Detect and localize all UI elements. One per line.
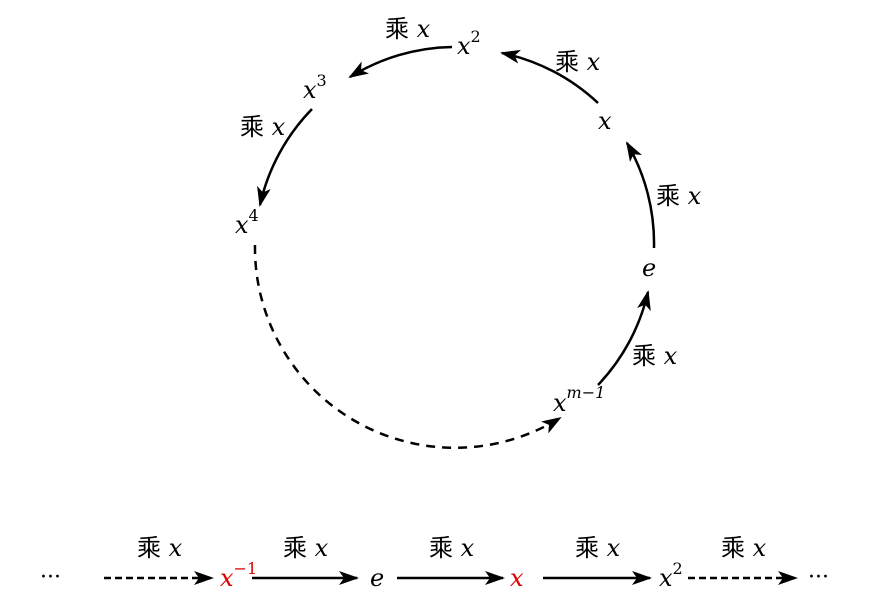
line-right-ellipsis: ···	[808, 565, 829, 590]
line-edge-label-3: 乘 x	[429, 534, 475, 562]
line-edge-label-5: 乘 x	[721, 534, 767, 562]
cycle-edge-labels: 乘 x 乘 x 乘 x 乘 x 乘 x	[240, 15, 702, 370]
edge-label-x3-x4: 乘 x	[240, 113, 286, 141]
arrow-x4-to-xm1-dashed	[253, 244, 562, 449]
arrow-x2-to-x3	[348, 45, 453, 79]
arrow-x-to-x2	[500, 49, 599, 104]
line-node-x: x	[510, 564, 524, 592]
edge-label-x-x2: 乘 x	[555, 48, 601, 76]
line-edge-label-1: 乘 x	[137, 534, 183, 562]
node-x3: x3	[303, 71, 327, 104]
edge-label-xm1-e: 乘 x	[632, 342, 678, 370]
node-e: e	[642, 254, 656, 282]
node-x: x	[598, 107, 612, 135]
arrow-e-to-x	[625, 141, 656, 249]
node-xm1: xm−1	[553, 383, 605, 417]
line-edge-label-4: 乘 x	[575, 534, 621, 562]
edge-label-x2-x3: 乘 x	[385, 15, 431, 43]
line-node-x2: x2	[659, 559, 683, 592]
line-edge-labels: 乘 x 乘 x 乘 x 乘 x 乘 x	[137, 534, 767, 562]
node-x4: x4	[235, 206, 259, 239]
node-x2: x2	[457, 27, 481, 60]
edge-label-e-x: 乘 x	[656, 182, 702, 210]
line-node-e: e	[370, 564, 384, 592]
arrow-xm1-to-e	[597, 290, 651, 386]
line-node-x-inverse: x−1	[220, 559, 257, 592]
line-left-ellipsis: ···	[40, 565, 61, 590]
arrow-x3-to-x4	[257, 108, 313, 207]
line-edge-label-2: 乘 x	[283, 534, 329, 562]
